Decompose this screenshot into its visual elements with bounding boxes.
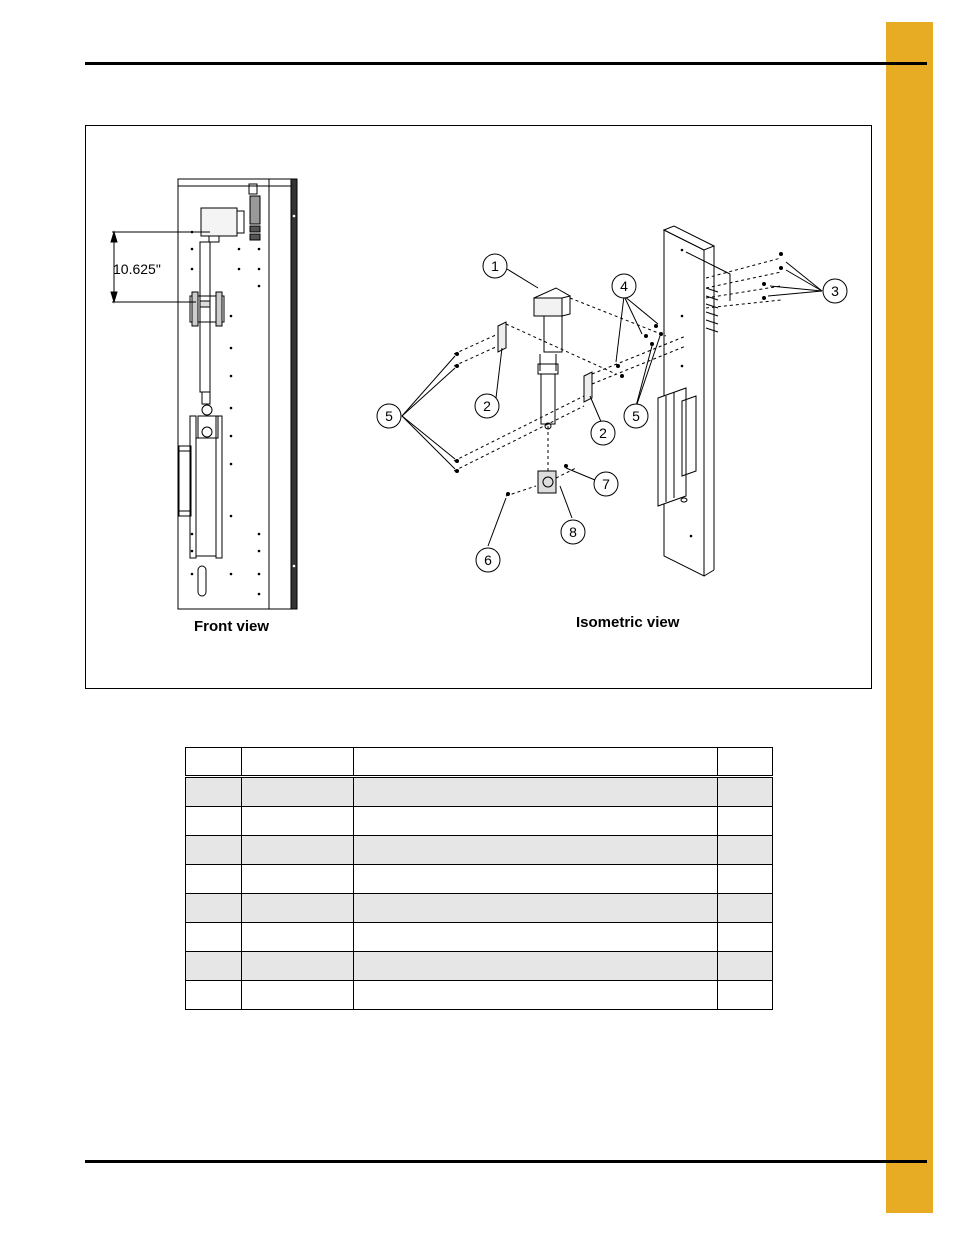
table-cell	[184, 893, 243, 923]
parts-table	[184, 747, 774, 1010]
table-cell	[716, 922, 774, 952]
header-cell	[241, 747, 355, 778]
assembly-figure: 1 2 2 3 4 5 5 6 7 8 10.625" Front view I…	[85, 125, 872, 689]
table-cell	[184, 951, 243, 981]
assembly-drawing: 1 2 2 3 4 5 5 6 7 8	[110, 178, 848, 610]
callout-5b: 5	[632, 408, 640, 424]
table-cell	[353, 864, 718, 894]
table-cell	[353, 951, 718, 981]
table-row	[184, 951, 774, 981]
table-cell	[716, 776, 774, 807]
table-cell	[184, 835, 243, 865]
section-tab	[886, 22, 933, 1213]
callout-bubbles	[376, 253, 848, 573]
header-cell	[184, 747, 243, 778]
callout-3: 3	[831, 283, 839, 299]
table-cell	[353, 922, 718, 952]
table-row	[184, 922, 774, 952]
callout-4: 4	[620, 278, 628, 294]
table-cell	[716, 806, 774, 836]
table-row	[184, 835, 774, 865]
table-row	[184, 806, 774, 836]
callout-6: 6	[484, 552, 492, 568]
callout-2b: 2	[599, 425, 607, 441]
table-cell	[241, 864, 355, 894]
table-cell	[184, 776, 243, 807]
table-row	[184, 864, 774, 894]
table-row	[184, 980, 774, 1010]
front-view-caption: Front view	[194, 618, 270, 635]
front-view-drawing	[110, 178, 298, 610]
table-cell	[241, 951, 355, 981]
footer-rule	[85, 1160, 927, 1163]
table-cell	[241, 806, 355, 836]
table-cell	[716, 893, 774, 923]
table-cell	[353, 776, 718, 807]
table-cell	[353, 980, 718, 1010]
table-cell	[241, 893, 355, 923]
table-cell	[184, 864, 243, 894]
table-cell	[184, 980, 243, 1010]
table-cell	[716, 835, 774, 865]
table-cell	[241, 835, 355, 865]
table-cell	[241, 980, 355, 1010]
callout-7: 7	[602, 476, 610, 492]
callout-numbers: 1 2 2 3 4 5 5 6 7 8	[385, 258, 839, 568]
table-row	[184, 893, 774, 923]
table-cell	[241, 922, 355, 952]
header-cell	[716, 747, 774, 778]
front-view-holes	[190, 214, 296, 596]
table-header-row	[184, 747, 774, 778]
callout-1: 1	[491, 258, 499, 274]
table-cell	[241, 776, 355, 807]
callout-5a: 5	[385, 408, 393, 424]
table-cell	[184, 806, 243, 836]
table-row	[184, 776, 774, 807]
table-cell	[353, 893, 718, 923]
dimension-label: 10.625"	[113, 261, 161, 277]
table-cell	[353, 835, 718, 865]
table-cell	[716, 980, 774, 1010]
table-cell	[716, 864, 774, 894]
table-cell	[353, 806, 718, 836]
panel-louvers	[705, 287, 719, 333]
table-cell	[184, 922, 243, 952]
header-rule	[85, 62, 927, 65]
isometric-view-caption: Isometric view	[576, 614, 680, 631]
callout-leaders	[401, 261, 823, 547]
header-cell	[353, 747, 718, 778]
isometric-fasteners	[455, 248, 783, 538]
callout-2a: 2	[483, 398, 491, 414]
callout-8: 8	[569, 524, 577, 540]
table-cell	[716, 951, 774, 981]
isometric-view-drawing	[453, 225, 782, 577]
